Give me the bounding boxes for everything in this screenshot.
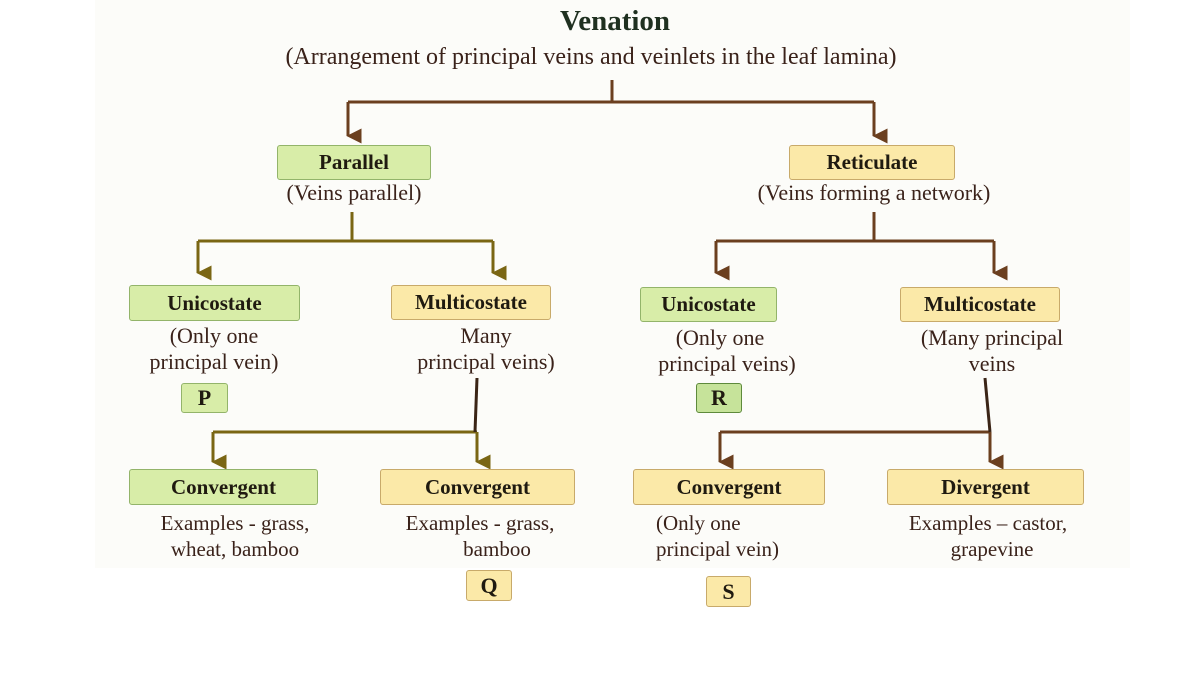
convergent-mid-desc-2: bamboo <box>463 537 531 561</box>
reticulate-multicostate-desc-1: (Many principal <box>920 325 1064 350</box>
convergent-right-box: Convergent <box>633 469 825 505</box>
multicostate-right-link <box>983 377 992 433</box>
reticulate-unicostate-box: Unicostate <box>640 287 777 322</box>
marker-q: Q <box>466 570 512 601</box>
reticulate-box: Reticulate <box>789 145 955 180</box>
reticulate-unicostate-desc-2: principal veins) <box>658 351 796 376</box>
parallel-unicostate-desc-2: principal vein) <box>149 349 279 374</box>
reticulate-multicostate-desc-2: veins <box>968 351 1016 376</box>
marker-p: P <box>181 383 228 413</box>
diagram-subtitle: (Arrangement of principal veins and vein… <box>285 44 897 70</box>
convergent-right-desc-1: (Only one <box>656 511 741 535</box>
reticulate-desc: (Veins forming a network) <box>757 180 991 205</box>
root-connector <box>346 80 888 144</box>
convergent-left-box: Convergent <box>129 469 318 505</box>
parallel-box: Parallel <box>277 145 431 180</box>
multicostate-link <box>473 377 479 433</box>
divergent-box: Divergent <box>887 469 1084 505</box>
convergent-mid-desc-1: Examples - grass, <box>405 511 555 535</box>
parallel-connector <box>196 212 507 470</box>
marker-s: S <box>706 576 751 607</box>
reticulate-unicostate-desc-1: (Only one <box>675 325 765 350</box>
convergent-left-desc-1: Examples - grass, <box>160 511 310 535</box>
parallel-unicostate-desc-1: (Only one <box>169 323 259 348</box>
parallel-unicostate-box: Unicostate <box>129 285 300 321</box>
reticulate-multicostate-box: Multicostate <box>900 287 1060 322</box>
parallel-desc: (Veins parallel) <box>286 180 422 205</box>
parallel-multicostate-desc-1: Many <box>460 323 512 348</box>
reticulate-connector <box>714 212 1008 470</box>
parallel-multicostate-desc-2: principal veins) <box>417 349 555 374</box>
convergent-left-desc-2: wheat, bamboo <box>170 537 300 561</box>
parallel-multicostate-box: Multicostate <box>391 285 551 320</box>
diagram-title: Venation <box>559 5 671 37</box>
convergent-right-desc-2: principal vein) <box>656 537 780 561</box>
divergent-desc-2: grapevine <box>950 537 1034 561</box>
marker-r: R <box>696 383 742 413</box>
convergent-mid-box: Convergent <box>380 469 575 505</box>
divergent-desc-1: Examples – castor, <box>908 511 1068 535</box>
